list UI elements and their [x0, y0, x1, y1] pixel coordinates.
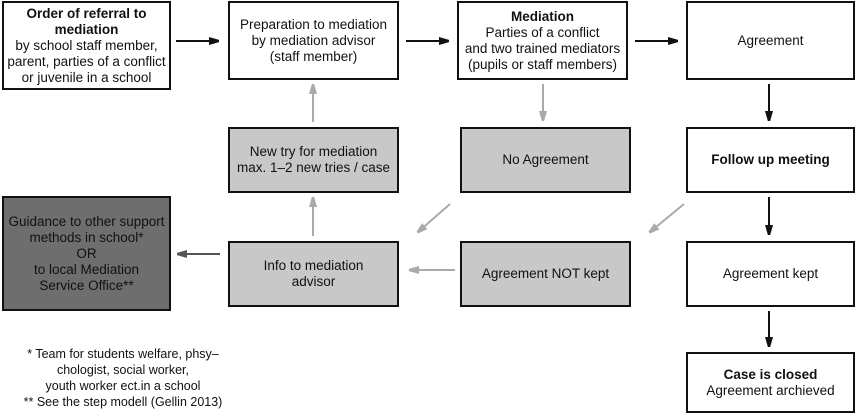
referral-line: or juvenile in a school	[21, 69, 152, 85]
mediation-title: Mediation	[511, 8, 574, 24]
guidance-line: Guidance to other support	[8, 213, 165, 229]
referral-line: parent, parties of a conflict	[7, 53, 166, 69]
preparation-line: (staff member)	[269, 48, 358, 64]
closed-line: Agreement archieved	[706, 382, 835, 398]
guidance-line: to local Mediation	[33, 261, 140, 277]
not-kept-label: Agreement NOT kept	[481, 266, 610, 281]
closed-box: Case is closed Agreement archieved	[686, 352, 855, 413]
guidance-line: Service Office**	[39, 277, 134, 293]
footnotes: * Team for students welfare, phsy– cholo…	[8, 346, 238, 410]
guidance-box: Guidance to other support methods in sch…	[2, 196, 171, 311]
footnote-line: chologist, social worker,	[56, 363, 189, 377]
no-agreement-box: No Agreement	[460, 127, 631, 193]
footnote-line: youth worker ect.in a school	[45, 379, 201, 393]
footnote-line: * Team for students welfare, phsy–	[27, 347, 219, 361]
new-try-line: New try for mediation	[249, 144, 378, 159]
referral-box: Order of referral to mediation by school…	[2, 1, 171, 90]
footnote-line: ** See the step modell (Gellin 2013)	[23, 395, 223, 409]
arrow-no-agreement-to-info	[418, 203, 451, 232]
preparation-box: Preparation to mediation by mediation ad…	[228, 1, 399, 80]
info-line: Info to mediation	[263, 258, 364, 273]
guidance-line: OR	[76, 245, 97, 261]
preparation-line: Preparation to mediation	[239, 16, 388, 32]
mediation-line: Parties of a conflict	[485, 24, 600, 40]
kept-box: Agreement kept	[686, 241, 855, 307]
arrow-followup-to-not-kept	[650, 203, 685, 232]
mediation-line: and two trained mediators	[464, 40, 621, 56]
follow-up-box: Follow up meeting	[686, 127, 855, 193]
info-box: Info to mediation advisor	[228, 241, 399, 307]
kept-label: Agreement kept	[722, 266, 819, 281]
follow-up-title: Follow up meeting	[711, 152, 830, 167]
mediation-line: (pupils or staff members)	[467, 56, 618, 72]
not-kept-box: Agreement NOT kept	[460, 241, 631, 307]
new-try-line: max. 1–2 new tries / case	[236, 160, 391, 175]
referral-line: by school staff member,	[15, 37, 158, 53]
closed-title: Case is closed	[723, 366, 818, 382]
no-agreement-label: No Agreement	[502, 152, 589, 167]
agreement-box: Agreement	[686, 1, 855, 80]
referral-title: Order of referral to mediation	[26, 5, 147, 37]
info-line: advisor	[291, 274, 336, 289]
new-try-box: New try for mediation max. 1–2 new tries…	[228, 127, 399, 193]
preparation-line: by mediation advisor	[251, 32, 376, 48]
guidance-line: methods in school*	[29, 229, 144, 245]
agreement-label: Agreement	[737, 32, 804, 48]
mediation-box: Mediation Parties of a conflict and two …	[457, 1, 628, 80]
